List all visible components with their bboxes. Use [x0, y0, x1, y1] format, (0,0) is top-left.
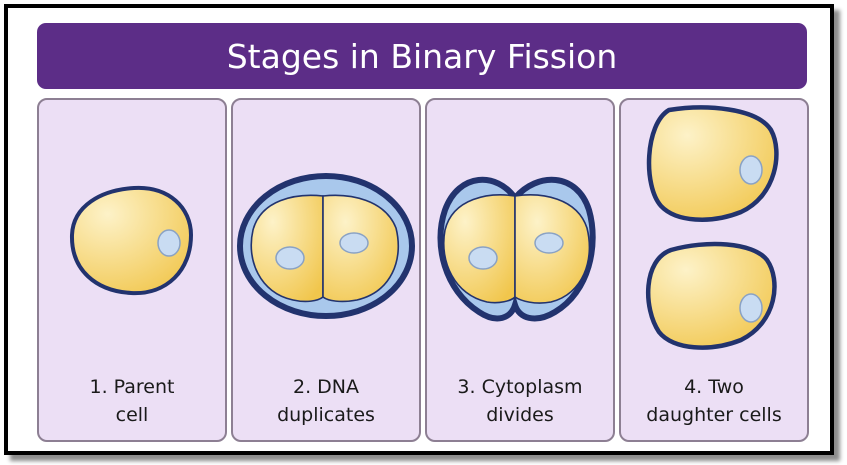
- cytoplasm-divides-illustration: [437, 176, 596, 322]
- parent-cell-illustration: [69, 185, 194, 296]
- right-nucleus: [339, 232, 369, 254]
- diagram-frame: Stages in Binary Fission 1. Parent cell …: [4, 4, 834, 455]
- right-nucleus: [534, 232, 564, 254]
- stage-panel-4: 4. Two daughter cells: [619, 98, 809, 442]
- stage-panel-3: 3. Cytoplasm divides: [425, 98, 615, 442]
- left-nucleus: [468, 246, 498, 270]
- two-daughter-cells-illustration: [645, 105, 779, 350]
- lower-nucleus: [739, 293, 763, 323]
- upper-daughter-cell: [646, 105, 779, 222]
- lower-daughter-cell: [645, 241, 777, 350]
- parent-cell: [69, 185, 194, 296]
- stage-caption-2: 2. DNA duplicates: [277, 376, 375, 426]
- parent-nucleus: [157, 229, 181, 257]
- stage-caption-1: 1. Parent cell: [89, 376, 175, 426]
- diagram-title: Stages in Binary Fission: [37, 23, 807, 89]
- dna-duplicates-illustration: [237, 173, 415, 319]
- stage-caption-4: 4. Two daughter cells: [646, 376, 782, 426]
- stage-panel-1: 1. Parent cell: [37, 98, 227, 442]
- stage-caption-3: 3. Cytoplasm divides: [457, 376, 583, 426]
- upper-nucleus: [739, 155, 763, 185]
- left-nucleus: [275, 246, 305, 270]
- stage-panel-2: 2. DNA duplicates: [231, 98, 421, 442]
